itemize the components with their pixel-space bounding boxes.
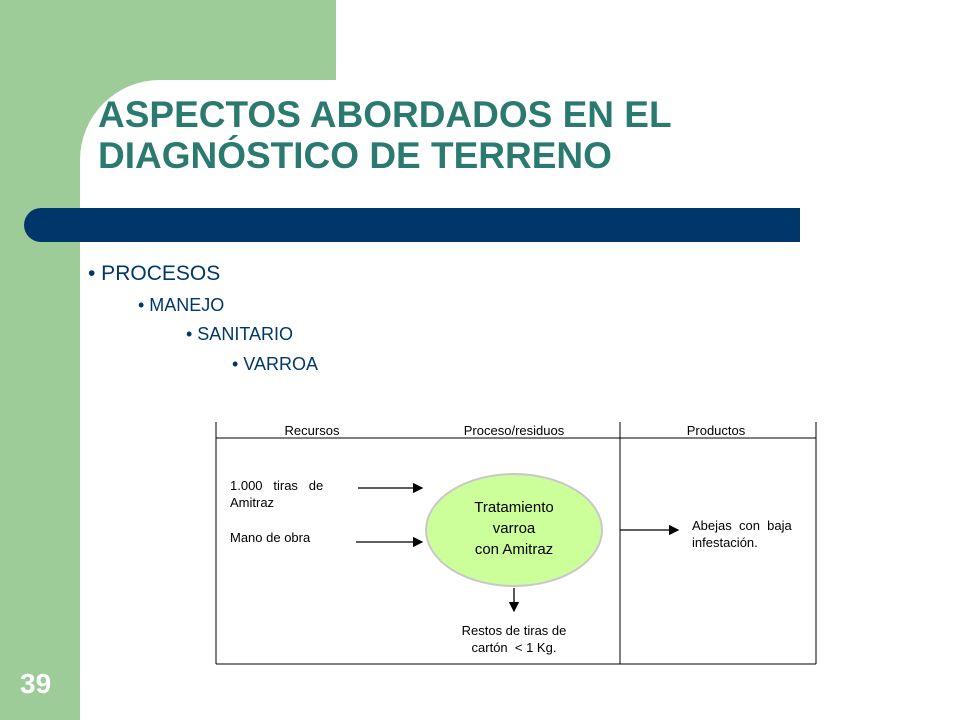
- header-proceso: Proceso/residuos: [464, 423, 565, 438]
- bullet-manejo: • MANEJO: [138, 295, 225, 315]
- left-green-strip: [0, 0, 80, 720]
- bullet-varroa: • VARROA: [232, 354, 318, 374]
- process-node-line3: con Amitraz: [475, 541, 553, 558]
- title-line-2: DIAGNÓSTICO DE TERRENO: [98, 135, 612, 176]
- residue-line2: cartón < 1 Kg.: [472, 640, 557, 655]
- slide-title: ASPECTOS ABORDADOS EN EL DIAGNÓSTICO DE …: [98, 94, 818, 176]
- slide-number: 39: [20, 668, 52, 699]
- output-line1: Abejas con baja: [692, 518, 793, 533]
- process-diagram: Recursos Proceso/residuos Productos 1.00…: [215, 422, 817, 665]
- process-node: [425, 473, 603, 587]
- input-tiras-line1: 1.000 tiras de: [230, 478, 323, 493]
- bullet-sanitario: • SANITARIO: [186, 324, 293, 344]
- header-productos: Productos: [687, 423, 746, 438]
- bullet-procesos: • PROCESOS: [88, 262, 221, 285]
- title-line-1: ASPECTOS ABORDADOS EN EL: [98, 94, 672, 135]
- output-line2: infestación.: [692, 535, 758, 550]
- residue-line1: Restos de tiras de: [462, 623, 567, 638]
- input-mano-obra: Mano de obra: [230, 530, 311, 545]
- process-node-line1: Tratamiento: [474, 499, 553, 516]
- input-tiras-line2: Amitraz: [230, 495, 274, 510]
- process-node-line2: varroa: [493, 520, 536, 537]
- title-divider-bar: [24, 208, 800, 242]
- top-green-block: [0, 0, 336, 80]
- header-recursos: Recursos: [285, 423, 340, 438]
- rounded-corner: [80, 80, 160, 160]
